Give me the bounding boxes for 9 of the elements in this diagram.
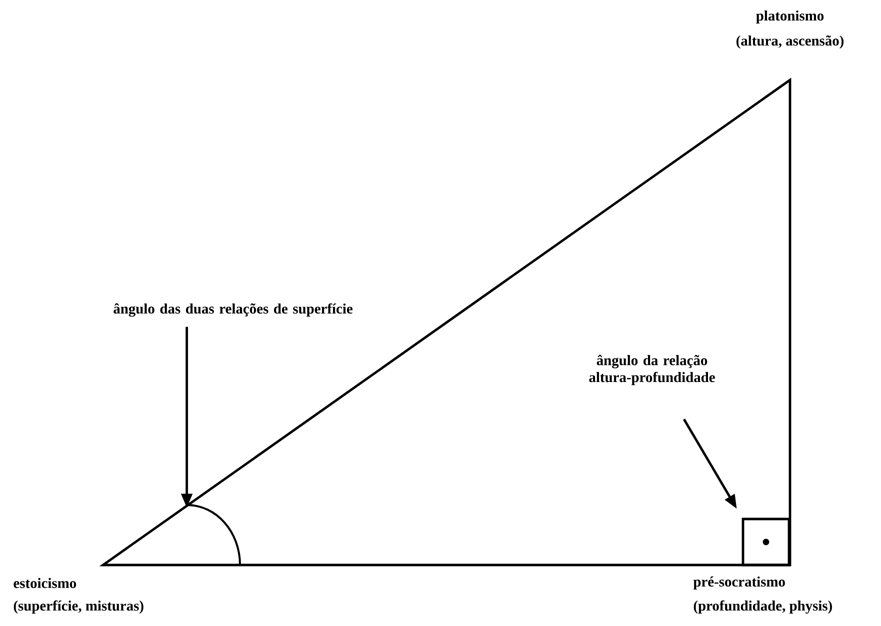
right-angle-mark <box>742 518 790 566</box>
vertex-label: (profundidade, physis) <box>694 600 832 614</box>
vertex-label: estoicismo <box>14 578 76 588</box>
angle-arc <box>186 504 241 566</box>
angle-label: ângulo da relação altura-profundidade <box>589 354 715 386</box>
vertex-label: platonismo <box>756 10 824 24</box>
vertex-label: (superfície, misturas) <box>14 600 144 614</box>
angle-label: ângulo das duas relações de superfície <box>114 303 352 317</box>
vertex-label: (altura, ascensão) <box>736 35 844 49</box>
